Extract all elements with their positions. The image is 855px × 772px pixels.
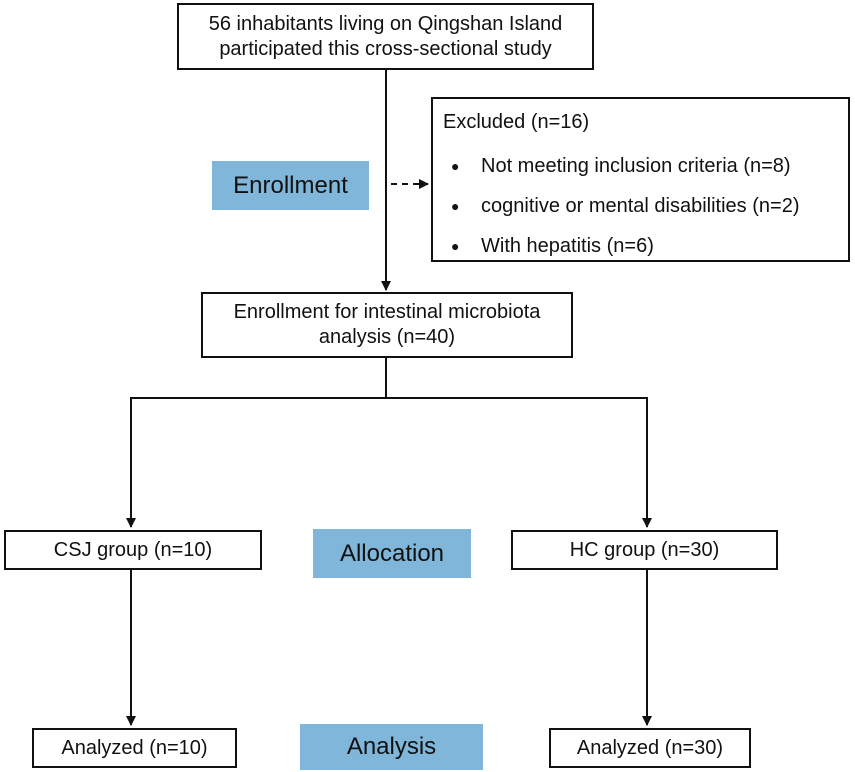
analyzed-left-box: Analyzed (n=10)	[32, 728, 237, 768]
excluded-list: ● Not meeting inclusion criteria (n=8) ●…	[443, 146, 836, 266]
excluded-item: ● cognitive or mental disabilities (n=2)	[443, 186, 836, 226]
bullet-icon: ●	[451, 198, 460, 214]
stage-label-enrollment: Enrollment	[212, 161, 369, 210]
csj-group-text: CSJ group (n=10)	[53, 538, 213, 561]
excluded-item-text: Not meeting inclusion criteria (n=8)	[481, 154, 791, 177]
bullet-icon: ●	[451, 238, 460, 254]
hc-group-box: HC group (n=30)	[511, 530, 778, 570]
analyzed-left-text: Analyzed (n=10)	[61, 736, 208, 759]
excluded-item: ● With hepatitis (n=6)	[443, 226, 836, 266]
enrollment-analysis-box: Enrollment for intestinal microbiota ana…	[201, 292, 573, 358]
participants-box: 56 inhabitants living on Qingshan Island…	[177, 3, 594, 70]
stage-label-analysis: Analysis	[300, 724, 483, 770]
excluded-item-text: With hepatitis (n=6)	[481, 234, 654, 257]
stage-label-enrollment-text: Enrollment	[233, 171, 348, 199]
excluded-item-text: cognitive or mental disabilities (n=2)	[481, 194, 800, 217]
bullet-icon: ●	[451, 158, 460, 174]
enrollment-analysis-text: Enrollment for intestinal microbiota ana…	[233, 301, 541, 348]
analyzed-right-text: Analyzed (n=30)	[576, 736, 724, 759]
stage-label-analysis-text: Analysis	[346, 733, 437, 760]
excluded-box: Excluded (n=16) ● Not meeting inclusion …	[431, 97, 850, 262]
stage-label-allocation-text: Allocation	[339, 539, 445, 567]
excluded-title: Excluded (n=16)	[443, 111, 590, 133]
participants-text: 56 inhabitants living on Qingshan Island…	[208, 12, 563, 60]
stage-label-allocation: Allocation	[313, 529, 471, 578]
csj-group-box: CSJ group (n=10)	[4, 530, 262, 570]
hc-group-text: HC group (n=30)	[569, 538, 720, 561]
analyzed-right-box: Analyzed (n=30)	[549, 728, 751, 768]
excluded-item: ● Not meeting inclusion criteria (n=8)	[443, 146, 836, 186]
